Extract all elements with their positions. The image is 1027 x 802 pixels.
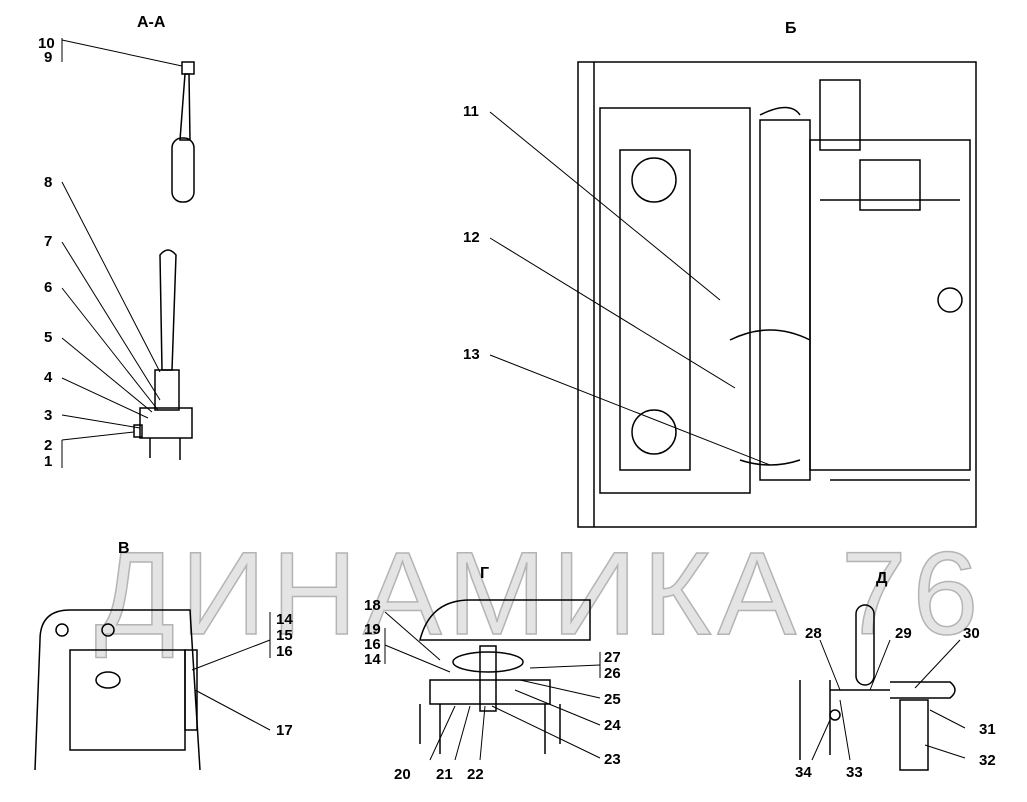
- view-title-b: Б: [785, 20, 797, 37]
- callout-32: 32: [979, 752, 996, 769]
- callout-5: 5: [44, 329, 53, 346]
- callout-14-g: 14: [364, 651, 381, 668]
- callout-16-g: 16: [364, 636, 381, 653]
- callout-2: 2: [44, 437, 53, 454]
- callout-13: 13: [463, 346, 480, 363]
- callout-19: 19: [364, 621, 381, 638]
- callout-33: 33: [846, 764, 863, 781]
- callout-31: 31: [979, 721, 996, 738]
- callout-8: 8: [44, 174, 53, 191]
- callout-28: 28: [805, 625, 822, 642]
- view-title-aa: А-А: [137, 14, 166, 31]
- callout-12: 12: [463, 229, 480, 246]
- callout-34: 34: [795, 764, 812, 781]
- detail-d: [799, 604, 956, 771]
- callout-29: 29: [895, 625, 912, 642]
- callout-4: 4: [44, 369, 53, 386]
- view-title-g: Г: [480, 565, 490, 582]
- callout-16: 16: [276, 643, 293, 660]
- detail-g: [419, 599, 591, 754]
- callout-3: 3: [44, 407, 53, 424]
- callout-25: 25: [604, 691, 621, 708]
- callout-10: 10: [38, 35, 55, 52]
- callout-15: 15: [276, 627, 293, 644]
- callout-7: 7: [44, 233, 53, 250]
- callout-9: 9: [44, 49, 53, 66]
- callout-24: 24: [604, 717, 621, 734]
- callout-14: 14: [276, 611, 293, 628]
- callout-11: 11: [463, 103, 479, 120]
- callout-27: 27: [604, 649, 621, 666]
- engine-compartment: [577, 61, 977, 528]
- view-title-v: В: [118, 540, 130, 557]
- detail-v: [34, 609, 201, 771]
- callout-20: 20: [394, 766, 411, 783]
- leader-lines: [61, 38, 966, 761]
- callout-21: 21: [436, 766, 453, 783]
- callout-6: 6: [44, 279, 53, 296]
- lever-assembly: [133, 61, 195, 460]
- callout-18: 18: [364, 597, 381, 614]
- callout-22: 22: [467, 766, 484, 783]
- callout-1: 1: [44, 453, 53, 470]
- view-title-d: Д: [876, 570, 888, 587]
- callout-26: 26: [604, 665, 621, 682]
- callout-30: 30: [963, 625, 980, 642]
- callout-23: 23: [604, 751, 621, 768]
- watermark: ДИНАМИКА 76: [94, 528, 985, 660]
- callout-17: 17: [276, 722, 293, 739]
